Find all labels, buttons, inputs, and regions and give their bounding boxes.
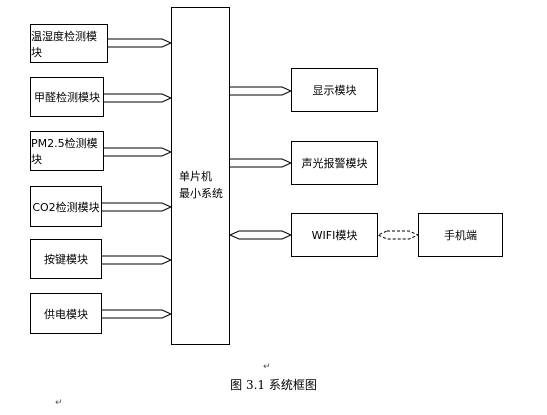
input-module-label: PM2.5检测模块 bbox=[31, 137, 98, 166]
arrow-formaldehyde-to-mcu bbox=[104, 93, 173, 103]
output-module-display: 显示模块 bbox=[291, 68, 378, 112]
output-module-label: WIFI模块 bbox=[311, 229, 358, 242]
mcu-minimum-system-box: 单片机 最小系统 bbox=[171, 7, 230, 345]
arrow-temp-to-mcu bbox=[108, 38, 173, 48]
arrow-mcu-to-display bbox=[230, 86, 293, 96]
output-module-phone: 手机端 bbox=[418, 213, 503, 257]
output-module-label: 显示模块 bbox=[312, 84, 357, 97]
input-module-label: CO2检测模块 bbox=[32, 200, 100, 214]
arrow-power-to-mcu bbox=[102, 309, 173, 319]
arrow-mcu-to-alarm bbox=[230, 158, 293, 168]
arrow-mcu-wifi-bidirectional bbox=[228, 230, 293, 240]
output-module-label: 手机端 bbox=[444, 229, 477, 242]
input-module-co2: CO2检测模块 bbox=[30, 186, 102, 227]
output-module-wifi: WIFI模块 bbox=[291, 213, 378, 257]
arrow-keys-to-mcu bbox=[102, 255, 173, 265]
output-module-label: 声光报警模块 bbox=[301, 157, 368, 170]
input-module-label: 供电模块 bbox=[44, 307, 88, 321]
paragraph-mark: ↵ bbox=[55, 398, 63, 408]
arrow-pm25-to-mcu bbox=[104, 147, 173, 157]
input-module-label: 按键模块 bbox=[44, 253, 88, 266]
figure-caption: 图 3.1 系统框图 bbox=[230, 378, 317, 392]
input-module-keys: 按键模块 bbox=[30, 239, 102, 279]
output-module-alarm: 声光报警模块 bbox=[291, 141, 378, 185]
input-module-pm25: PM2.5检测模块 bbox=[30, 131, 104, 171]
input-module-temp-humidity: 温湿度检测模块 bbox=[30, 24, 108, 63]
mcu-label-line1: 单片机 bbox=[179, 170, 212, 183]
input-module-label: 甲醛检测模块 bbox=[34, 91, 100, 104]
arrow-wifi-phone-dashed bbox=[376, 230, 420, 240]
input-module-power: 供电模块 bbox=[30, 293, 102, 334]
arrow-co2-to-mcu bbox=[102, 202, 173, 212]
paragraph-mark: ↵ bbox=[263, 362, 271, 372]
mcu-label: 单片机 最小系统 bbox=[179, 168, 223, 202]
input-module-label: 温湿度检测模块 bbox=[31, 29, 97, 59]
input-module-formaldehyde: 甲醛检测模块 bbox=[30, 77, 104, 117]
mcu-label-line2: 最小系统 bbox=[179, 187, 223, 200]
